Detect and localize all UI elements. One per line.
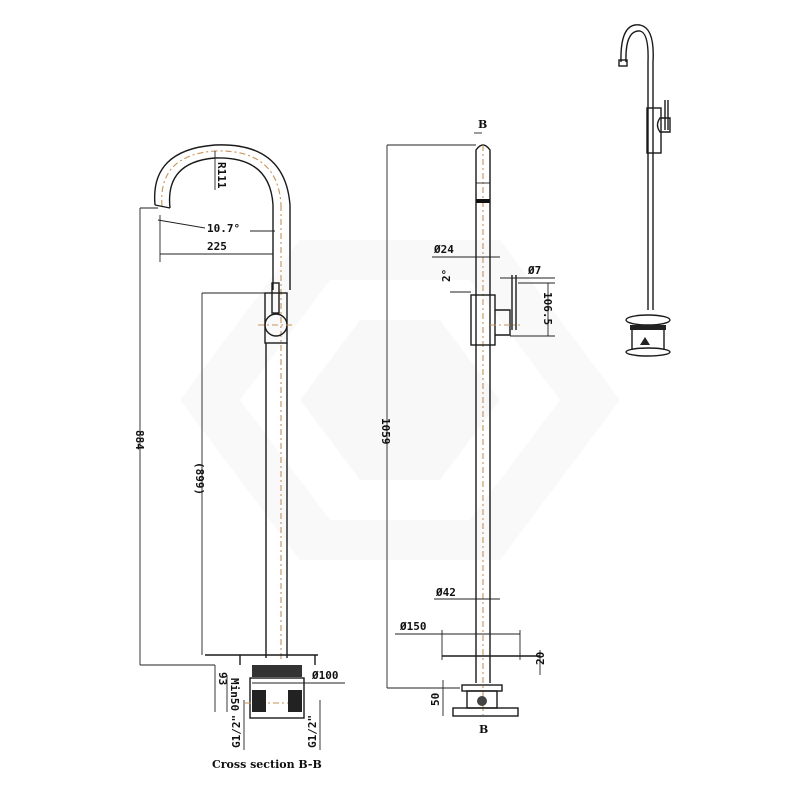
- dim-inlet-left: G1/2": [230, 715, 243, 748]
- dim-overall-height: 884: [133, 430, 146, 450]
- dim-depth-93: 93: [216, 672, 229, 685]
- dim-total-height: 1059: [379, 418, 392, 445]
- dim-spout-angle: 10.7°: [207, 222, 240, 235]
- dim-spout-radius: R111: [215, 162, 228, 189]
- dim-lever-height: 106.5: [541, 292, 554, 325]
- dim-min-depth: Min50: [228, 678, 241, 711]
- dim-inlet-right: G1/2": [306, 715, 319, 748]
- dim-base-diameter: Ø100: [311, 669, 339, 682]
- dim-flange-thickness: 20: [534, 652, 547, 665]
- front-view: B 1059 Ø24 2° Ø7 106.5 Ø42: [379, 118, 555, 736]
- dim-body-diameter: Ø42: [435, 586, 456, 599]
- dim-spout-diameter: Ø24: [433, 243, 454, 256]
- watermark-logo: [180, 240, 620, 560]
- isometric-view: [618, 24, 671, 357]
- dim-body-height: (899): [193, 462, 206, 495]
- dim-base-height: 50: [429, 693, 442, 706]
- section-marker-top: B: [478, 118, 487, 131]
- dim-flange-diameter: Ø150: [399, 620, 427, 633]
- side-view: R111 10.7° 225 884 (899): [133, 144, 345, 771]
- dim-spout-reach: 225: [207, 240, 227, 253]
- section-marker-bottom: B: [479, 723, 488, 736]
- dim-lever-diameter: Ø7: [527, 264, 541, 277]
- dim-handle-angle: 2°: [440, 269, 453, 282]
- section-caption: Cross section B-B: [212, 758, 322, 771]
